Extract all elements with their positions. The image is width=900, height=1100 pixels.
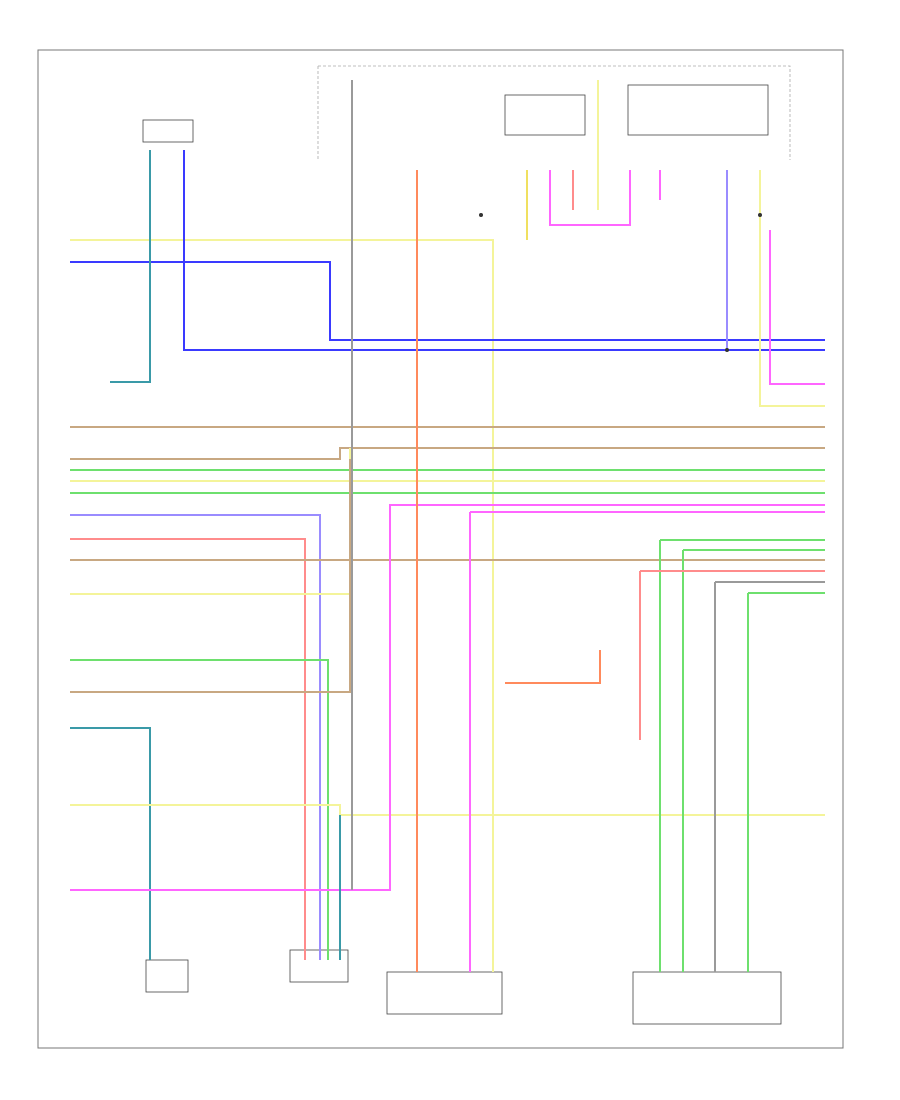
wire-pink-29: [769, 230, 825, 385]
wire-violet-9: [70, 514, 321, 960]
wire-green-26: [747, 592, 825, 972]
wire-green-13: [70, 659, 329, 960]
wire-pink-18: [469, 511, 825, 972]
relay-box: [504, 94, 586, 136]
wire-blue-1: [70, 261, 825, 341]
wires-group: [70, 80, 825, 972]
splice-dot-2: [758, 213, 762, 217]
sensor-bottom-left: [145, 959, 189, 993]
relay-box-right: [627, 84, 769, 136]
wire-tan-5: [70, 447, 825, 460]
wire-green-23: [682, 549, 825, 972]
wire-pink-17: [70, 504, 825, 891]
splice-dot-0: [479, 213, 483, 217]
wire-green-22: [659, 539, 825, 972]
wire-red-10: [70, 538, 306, 960]
wire-blue-2: [183, 150, 825, 351]
wire-teal-15: [70, 727, 151, 960]
switch-bottom-center: [386, 971, 503, 1015]
diagram-frame: [37, 49, 844, 1049]
wire-pink-30: [549, 170, 631, 226]
switch-bottom-right: [632, 971, 782, 1025]
wire-yellow-16: [70, 804, 825, 816]
top-left-module: [142, 119, 194, 143]
splices-group: [479, 213, 762, 352]
power-distribution-bracket: [317, 65, 791, 160]
wire-yellow-0: [70, 239, 494, 972]
wire-orange-35: [505, 650, 601, 684]
wire-tan-14: [70, 459, 351, 693]
wire-gray-25: [714, 581, 825, 972]
splice-dot-1: [725, 348, 729, 352]
wire-red-24: [639, 570, 825, 740]
wire-yellow-28: [759, 170, 825, 407]
wire-teal-3: [110, 150, 151, 383]
